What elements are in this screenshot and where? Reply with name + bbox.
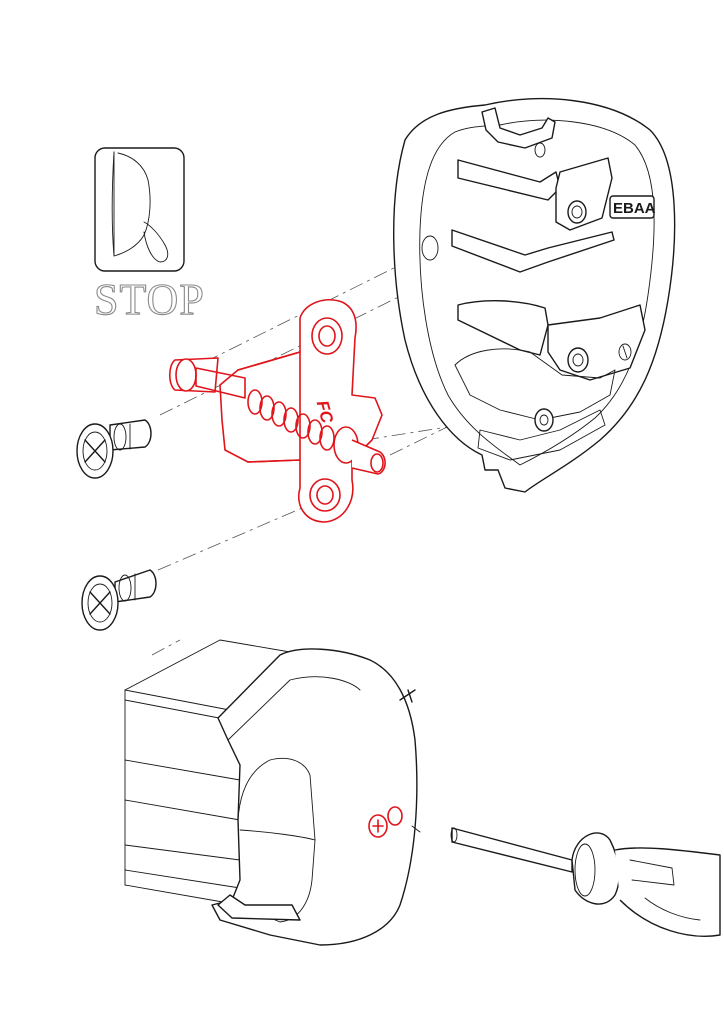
spring-coil	[247, 389, 335, 451]
rail-profile	[124, 639, 291, 906]
screw-icon	[76, 419, 152, 479]
screwdriver-icon	[450, 827, 721, 937]
stop-label: STOP	[94, 275, 205, 324]
limit-switch-bracket: FC	[168, 299, 386, 523]
screw-icon	[81, 569, 157, 631]
rail-end-cap	[211, 648, 421, 946]
housing-end-cap: EBAA	[393, 97, 676, 493]
stop-warning-icon	[94, 147, 185, 272]
housing-brand-text: EBAA	[613, 200, 656, 217]
